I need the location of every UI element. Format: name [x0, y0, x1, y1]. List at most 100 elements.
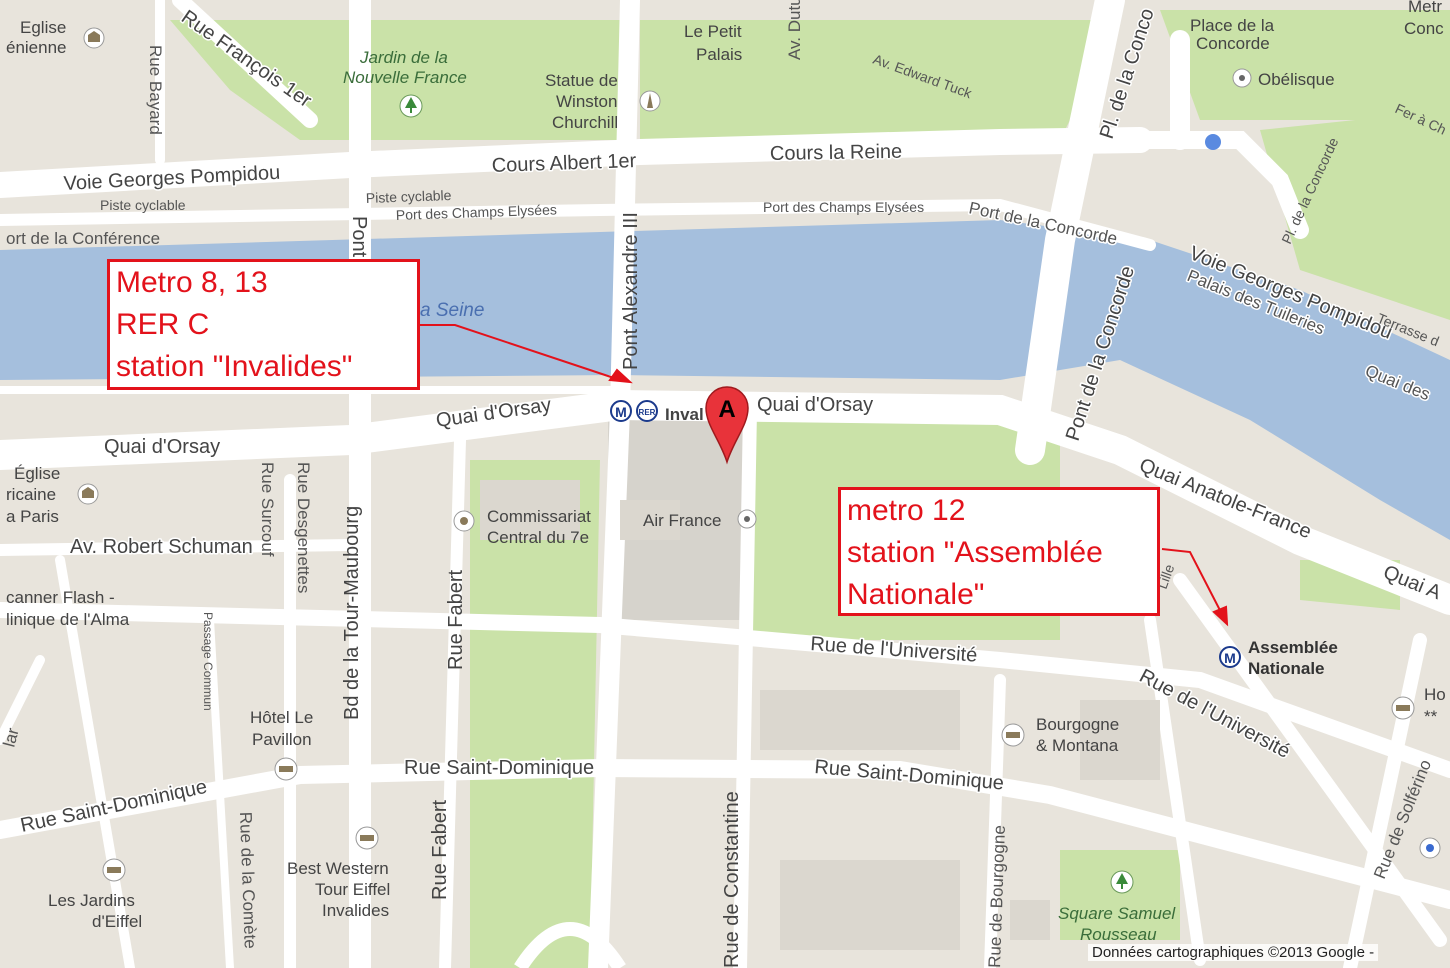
church-icon: [83, 27, 105, 49]
label: Cours la Reine: [770, 141, 903, 165]
label: Eglise: [20, 18, 66, 37]
label: Concorde: [1196, 34, 1270, 53]
label: Av. Dutui: [785, 0, 804, 60]
label: Pont Alexandre III: [620, 212, 642, 370]
label: & Montana: [1036, 736, 1119, 755]
label: Conc: [1404, 19, 1444, 38]
label: Quai d'Orsay: [757, 394, 873, 416]
hotel-icon: [1391, 696, 1415, 720]
label: Metr: [1408, 0, 1442, 16]
label: Inval: [665, 405, 704, 424]
label: Jardin de la: [359, 48, 448, 67]
callout-line: metro 12: [847, 494, 966, 527]
label: Tour Eiffel: [315, 880, 390, 899]
label: a Seine: [420, 300, 484, 321]
label: Assemblée: [1248, 638, 1338, 657]
svg-text:RER: RER: [639, 408, 656, 417]
label: ricaine: [6, 485, 56, 504]
church-icon: [77, 483, 99, 505]
metro-assemblee-icon[interactable]: M: [1219, 646, 1241, 668]
callout-arrows: [420, 324, 1229, 627]
label: lar: [0, 726, 23, 749]
hotel-icon: [274, 757, 298, 781]
label: **: [1424, 707, 1438, 726]
label: Rue Desgenettes: [294, 462, 313, 593]
label: Église: [14, 464, 60, 483]
label: Best Western: [287, 859, 389, 878]
svg-text:M: M: [615, 404, 627, 420]
label: Air France: [643, 511, 721, 530]
hotel-icon: [102, 858, 126, 882]
landmark-dot-icon: [737, 509, 757, 529]
label: Les Jardins: [48, 891, 135, 910]
callout-line: RER C: [116, 308, 210, 341]
poi-icons: [77, 27, 1441, 894]
label: Obélisque: [1258, 70, 1335, 89]
label: Rue Surcouf: [258, 462, 277, 557]
label: a Paris: [6, 507, 59, 526]
label: Piste cyclable: [100, 197, 186, 213]
label: Place de la: [1190, 16, 1275, 35]
label: Passage Commun: [201, 612, 215, 711]
label: Nouvelle France: [343, 68, 467, 87]
landmark-dot-icon: [1232, 68, 1252, 88]
park-icon: [399, 94, 423, 118]
water-fountain-icon: [1205, 134, 1221, 150]
label: Pavillon: [252, 730, 312, 749]
label: ort de la Conférence: [6, 229, 160, 248]
label: Nationale: [1248, 659, 1325, 678]
label: Bd de la Tour-Maubourg: [341, 506, 363, 720]
callout-assemblee: metro 12 station "Assemblée Nationale": [838, 487, 1160, 616]
pin-icon: [1419, 837, 1441, 859]
label: Rue Bayard: [146, 45, 165, 135]
label: Palais: [696, 45, 742, 64]
label: Cours Albert 1er: [491, 150, 637, 177]
callout-line: Metro 8, 13: [116, 266, 268, 299]
label: Port des Champs Elysées: [763, 199, 924, 215]
svg-text:M: M: [1224, 650, 1236, 666]
label: Rue Fabert: [429, 800, 451, 900]
label: Invalides: [322, 901, 389, 920]
label: Rousseau: [1080, 925, 1157, 944]
callout-invalides: Metro 8, 13 RER C station "Invalides": [107, 259, 420, 390]
hotel-icon: [355, 826, 379, 850]
label: Commissariat: [487, 507, 591, 526]
hotel-icon: [1001, 723, 1025, 747]
label: Central du 7e: [487, 528, 589, 547]
label: Hôtel Le: [250, 708, 313, 727]
label: Bourgogne: [1036, 715, 1119, 734]
label: Pont: [348, 216, 370, 258]
label: énienne: [6, 38, 67, 57]
map-attribution[interactable]: Données cartographiques ©2013 Google -: [1088, 944, 1379, 961]
label: Av. Robert Schuman: [70, 536, 253, 558]
park-icon: [1110, 870, 1134, 894]
label: d'Eiffel: [92, 912, 142, 931]
marker-a-icon[interactable]: A: [705, 386, 749, 465]
label: Rue de Bourgogne: [985, 825, 1009, 968]
monument-icon: [639, 90, 661, 112]
label: Ho: [1424, 685, 1446, 704]
metro-invalides-icon[interactable]: M: [610, 400, 632, 422]
label: canner Flash -: [6, 588, 115, 607]
label: Piste cyclable: [366, 187, 452, 206]
callout-line: station "Assemblée: [847, 536, 1103, 569]
label: Port des Champs Elysées: [396, 201, 558, 223]
label: Quai d'Orsay: [104, 436, 220, 458]
label: Winston: [556, 92, 617, 111]
callout-line: Nationale": [847, 578, 985, 611]
label: Churchill: [552, 113, 618, 132]
label: Square Samuel: [1058, 904, 1176, 923]
label: Le Petit: [684, 22, 742, 41]
callout-line: station "Invalides": [116, 350, 353, 383]
label: Rue Saint-Dominique: [404, 757, 594, 779]
building-blocks: [480, 480, 1160, 950]
rer-invalides-icon[interactable]: RER: [636, 400, 658, 422]
label: Rue de Constantine: [721, 791, 743, 968]
label: Rue de la Comète: [236, 811, 260, 949]
label: Statue de: [545, 71, 618, 90]
svg-text:A: A: [718, 396, 735, 423]
police-icon: [453, 510, 475, 532]
